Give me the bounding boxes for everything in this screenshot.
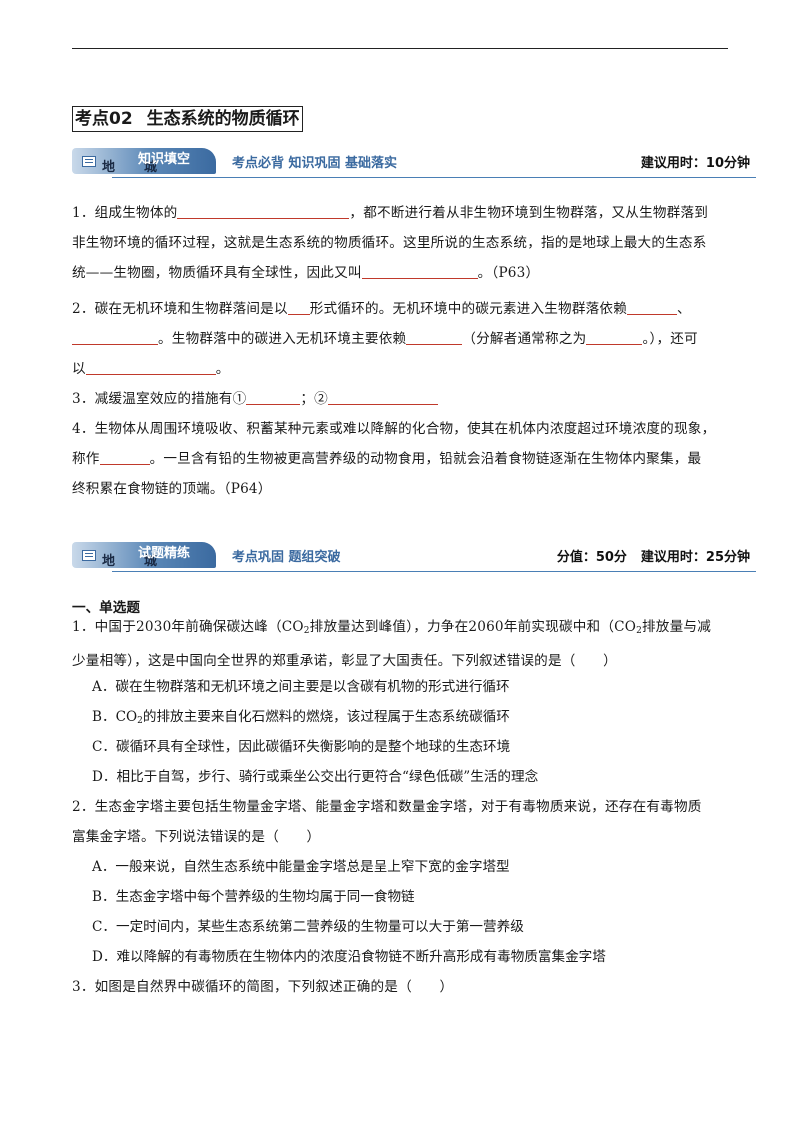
option-b[interactable]: B．CO2的排放主要来自化石燃料的燃烧，该过程属于生态系统碳循环 [92, 702, 736, 736]
q3-text: ；② [300, 391, 328, 407]
q1-text: 。（P63） [477, 265, 540, 281]
fill-question-2: 2．碳在无机环境和生物群落间是以 形式循环的。无机环境中的碳元素进入生物群落依赖 、… [72, 294, 736, 384]
option-c[interactable]: C．碳循环具有全球性，因此碳循环失衡影响的是整个地球的生态环境 [92, 739, 511, 755]
mc-question-3: 3．如图是自然界中碳循环的简图，下列叙述正确的是（ ） [72, 979, 454, 995]
q-text: 排放量与减 [642, 619, 711, 635]
suggested-time: 建议用时：25分钟 [640, 550, 750, 565]
subscript: 2 [303, 626, 310, 636]
banner-knowledge: 地 城 知识填空 考点必背 知识巩固 基础落实 建议用时：10分钟 [72, 146, 756, 178]
q2-text: 以 [72, 361, 86, 377]
q1-text: 统——生物圈，物质循环具有全球性，因此又叫 [72, 265, 362, 281]
answer-blank[interactable] [99, 448, 150, 465]
q2-text: 形式循环的。无机环境中的碳元素进入生物群落依赖 [309, 301, 628, 317]
document-icon [82, 156, 96, 167]
banner-subtitle: 考点巩固 题组突破 [232, 550, 341, 565]
answer-blank[interactable] [586, 328, 643, 345]
top-rule [72, 48, 728, 49]
option-b[interactable]: B．生态金字塔中每个营养级的生物均属于同一食物链 [92, 889, 415, 905]
mc-question-1: 1．中国于2030年前确保碳达峰（CO2排放量达到峰值），力争在2060年前实现… [72, 612, 736, 676]
fill-question-4: 4．生物体从周围环境吸收、积蓄某种元素或难以降解的化合物，使其在机体内浓度超过环… [72, 414, 736, 504]
q-text: 富集金字塔。下列说法错误的是（ ） [72, 829, 321, 845]
q-text: 排放量达到峰值），力争在2060年前实现碳中和（CO [309, 619, 637, 635]
answer-blank[interactable] [85, 358, 216, 375]
q3-text: 3．减缓温室效应的措施有① [72, 391, 247, 407]
section-name: 生态系统的物质循环 [146, 109, 300, 129]
tag-label: 知识填空 [138, 152, 191, 167]
banner-tag: 地 城 知识填空 [72, 148, 216, 175]
answer-blank[interactable] [406, 328, 463, 345]
answer-blank[interactable] [327, 388, 438, 405]
suggested-time: 建议用时：10分钟 [640, 156, 750, 171]
section-number: 考点02 [75, 109, 133, 129]
banner-exercise: 地 城 试题精练 考点巩固 题组突破 分值：50分建议用时：25分钟 [72, 540, 756, 572]
subscript: 2 [636, 626, 643, 636]
q2-text: 2．碳在无机环境和生物群落间是以 [72, 301, 288, 317]
q2-text: 。 [215, 361, 230, 377]
q1-text: 1．组成生物体的 [72, 205, 178, 221]
answer-blank[interactable] [361, 262, 478, 279]
banner-underline [112, 571, 756, 572]
q-text: 少量相等），这是中国向全世界的郑重承诺，彰显了大国责任。下列叙述错误的是（ ） [72, 653, 617, 669]
q2-text: 。生物群落中的碳进入无机环境主要依赖 [158, 331, 407, 347]
option-d[interactable]: D．相比于自驾，步行、骑行或乘坐公交出行更符合“绿色低碳”生活的理念 [92, 769, 539, 785]
q4-text: 。一旦含有铅的生物被更高营养级的动物食用，铅就会沿着食物链逐渐在生物体内聚集，最 [149, 451, 702, 467]
banner-info: 分值：50分建议用时：25分钟 [557, 546, 750, 565]
option-d[interactable]: D．难以降解的有毒物质在生物体内的浓度沿食物链不断升高形成有毒物质富集金字塔 [92, 949, 606, 965]
option-text: 的排放主要来自化石燃料的燃烧，该过程属于生态系统碳循环 [142, 709, 510, 725]
answer-blank[interactable] [246, 388, 301, 405]
q4-text: 4．生物体从周围环境吸收、积蓄某种元素或难以降解的化合物，使其在机体内浓度超过环… [72, 421, 716, 437]
q1-text: ，都不断进行着从非生物环境到生物群落，又从生物群落到 [349, 205, 709, 221]
answer-blank[interactable] [627, 298, 678, 315]
tag-back-label: 地 城 [102, 160, 166, 175]
subscript: 2 [137, 716, 143, 726]
answer-blank[interactable] [287, 298, 310, 315]
q2-text: 、 [677, 301, 691, 317]
document-icon [82, 550, 96, 561]
q2-text: 。），还可 [642, 331, 698, 347]
section-title: 考点02 生态系统的物质循环 [72, 106, 303, 132]
banner-tag: 地 城 试题精练 [72, 542, 216, 569]
q-text: 1．中国于2030年前确保碳达峰（CO [72, 619, 304, 635]
q1-text: 非生物环境的循环过程，这就是生态系统的物质循环。这里所说的生态系统，指的是地球上… [72, 235, 707, 251]
option-a[interactable]: A．碳在生物群落和无机环境之间主要是以含碳有机物的形式进行循环 [92, 679, 510, 695]
banner-underline [112, 177, 756, 178]
option-text: B．CO [92, 709, 138, 725]
q4-text: 终积累在食物链的顶端。（P64） [72, 481, 272, 497]
banner-subtitle: 考点必背 知识巩固 基础落实 [232, 156, 398, 171]
q4-text: 称作 [72, 451, 100, 467]
banner-info: 建议用时：10分钟 [641, 152, 750, 171]
score: 分值：50分 [556, 550, 627, 565]
tag-label: 试题精练 [138, 546, 191, 561]
option-c[interactable]: C．一定时间内，某些生态系统第二营养级的生物量可以大于第一营养级 [92, 919, 524, 935]
answer-blank[interactable] [72, 328, 158, 345]
option-a[interactable]: A．一般来说，自然生态系统中能量金字塔总是呈上窄下宽的金字塔型 [92, 859, 510, 875]
fill-question-3: 3．减缓温室效应的措施有① ；② [72, 384, 736, 414]
fill-question-1: 1．组成生物体的 ，都不断进行着从非生物环境到生物群落，又从生物群落到 非生物环境… [72, 198, 736, 288]
question-type-heading: 一、单选题 [72, 600, 140, 616]
q-text: 2．生态金字塔主要包括生物量金字塔、能量金字塔和数量金字塔，对于有毒物质来说，还… [72, 799, 702, 815]
answer-blank[interactable] [177, 202, 350, 219]
mc-question-2: 2．生态金字塔主要包括生物量金字塔、能量金字塔和数量金字塔，对于有毒物质来说，还… [72, 792, 736, 852]
tag-back-label: 地 城 [102, 554, 166, 569]
q2-text: （分解者通常称之为 [462, 331, 587, 347]
